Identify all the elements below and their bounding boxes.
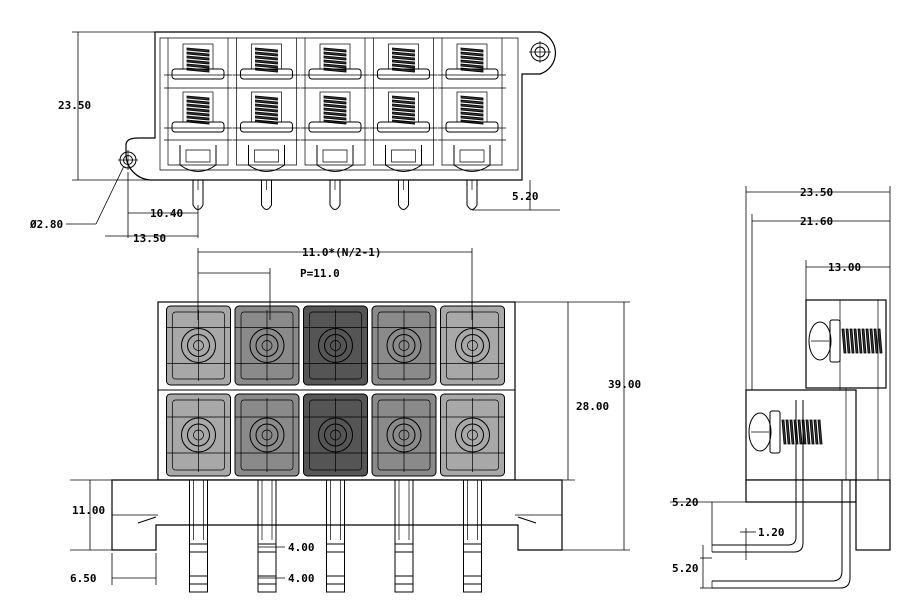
screw-coil [255,95,278,125]
screw-thread [841,328,883,354]
dim-total-height: 39.00 [608,378,641,391]
top-position [301,38,369,210]
screw-thread [781,419,823,445]
screw-coil [392,95,415,125]
dim-pin-width-a: 4.00 [288,541,315,554]
dim-base-offset: 6.50 [70,572,97,585]
dim-pin-width-b: 4.00 [288,572,315,585]
side-screw [808,319,883,363]
top-position [164,38,232,210]
front-position [303,305,368,593]
side-view [670,186,891,589]
dim-side-width: 23.50 [800,186,833,199]
screw-coil [186,95,210,125]
pin [463,479,482,593]
dim-side-pin-thickness: 1.20 [758,526,785,539]
dim-side-inner-width: 21.60 [800,215,833,228]
front-position [371,305,437,593]
dim-hole-offset-a: 10.40 [150,207,183,220]
top-view [66,31,560,238]
dim-span-formula: 11.0*(N/2-1) [302,246,381,259]
pin [189,479,208,593]
top-position [232,38,301,210]
front-position [440,305,505,593]
pin [394,479,414,593]
dim-top-height: 23.50 [58,99,91,112]
dim-inner-height: 28.00 [576,400,609,413]
front-position [166,305,231,593]
dim-hole-diameter: Ø2.80 [29,218,63,231]
dim-base-height: 11.00 [72,504,105,517]
front-view [70,248,630,593]
top-position [438,38,506,210]
dim-side-pin-gap: 5.20 [672,562,699,575]
dim-pitch: P=11.0 [300,267,340,280]
front-position [234,305,300,593]
top-position [369,38,438,210]
dim-side-upper-width: 13.00 [828,261,861,274]
dim-pin-extension: 5.20 [512,190,539,203]
dim-hole-offset-b: 13.50 [133,232,166,245]
dim-side-base-height: 5.20 [672,496,699,509]
pin [326,479,345,593]
screw-coil [186,47,210,73]
side-screw [748,410,823,454]
screw-coil [323,47,347,73]
pin [257,479,277,593]
